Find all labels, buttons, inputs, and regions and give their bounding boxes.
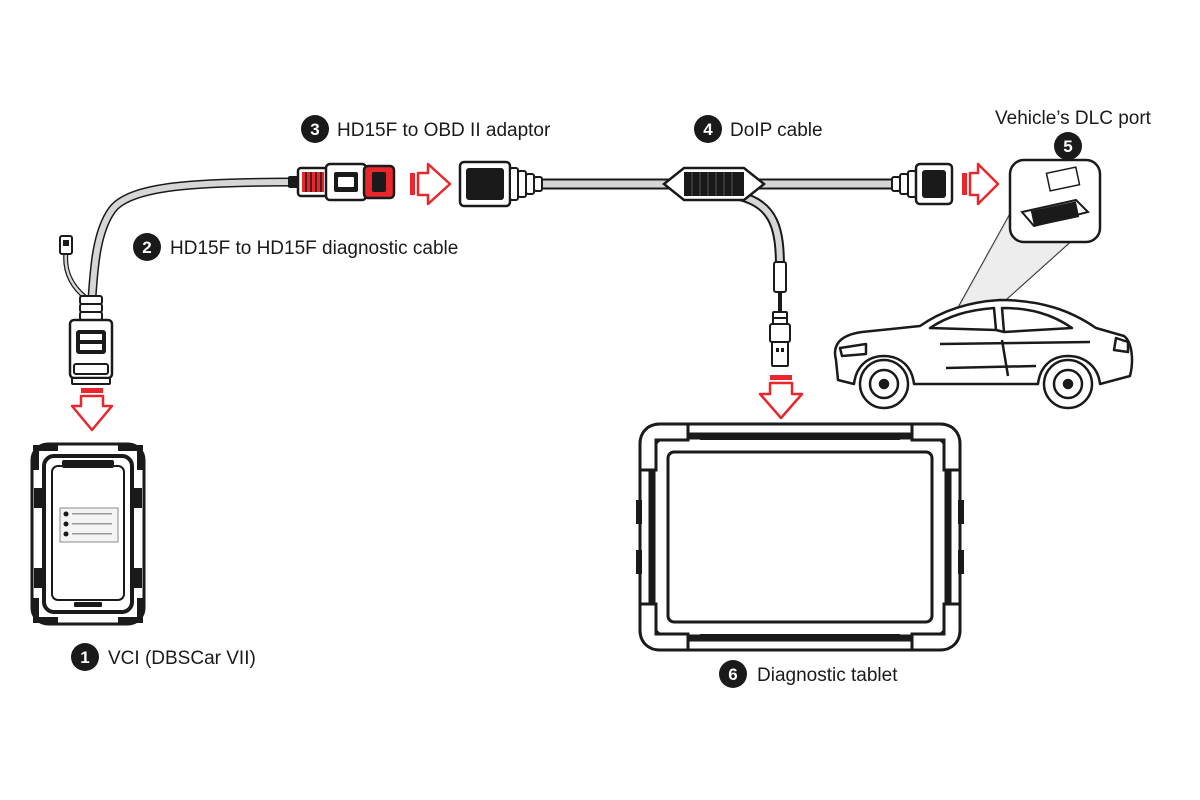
label-5: Vehicle’s DLC port 5 <box>995 108 1152 160</box>
label-6: 6 Diagnostic tablet <box>719 660 898 688</box>
label-4: 4 DoIP cable <box>694 115 823 143</box>
arrow-right-2 <box>962 162 1000 206</box>
diagnostic-cable-2 <box>59 177 303 385</box>
label-dlc-port: Vehicle’s DLC port <box>995 108 1152 129</box>
badge-number-6: 6 <box>728 665 737 684</box>
label-doip-cable: DoIP cable <box>730 120 823 141</box>
vci-device <box>30 442 146 626</box>
badge-number-5: 5 <box>1063 137 1072 156</box>
arrow-down-to-vci <box>70 388 114 432</box>
arrow-down-to-tablet <box>758 375 804 420</box>
vehicle-car <box>833 298 1134 410</box>
doip-cable-4 <box>458 160 954 367</box>
arrow-right-1 <box>410 162 452 206</box>
label-tablet: Diagnostic tablet <box>757 665 898 686</box>
label-3: 3 HD15F to OBD II adaptor <box>301 115 551 143</box>
label-1: 1 VCI (DBSCar VII) <box>71 643 256 671</box>
label-vci: VCI (DBSCar VII) <box>108 648 256 669</box>
obd-adaptor-3 <box>288 162 396 202</box>
diagnostic-tablet <box>636 422 964 652</box>
badge-number-1: 1 <box>80 648 89 667</box>
label-2: 2 HD15F to HD15F diagnostic cable <box>133 233 458 261</box>
dlc-port-zoom <box>947 158 1102 333</box>
badge-number-4: 4 <box>703 120 713 139</box>
badge-number-2: 2 <box>142 238 151 257</box>
badge-number-3: 3 <box>310 120 319 139</box>
label-diagnostic-cable: HD15F to HD15F diagnostic cable <box>170 238 458 259</box>
label-obd-adaptor: HD15F to OBD II adaptor <box>337 120 551 141</box>
